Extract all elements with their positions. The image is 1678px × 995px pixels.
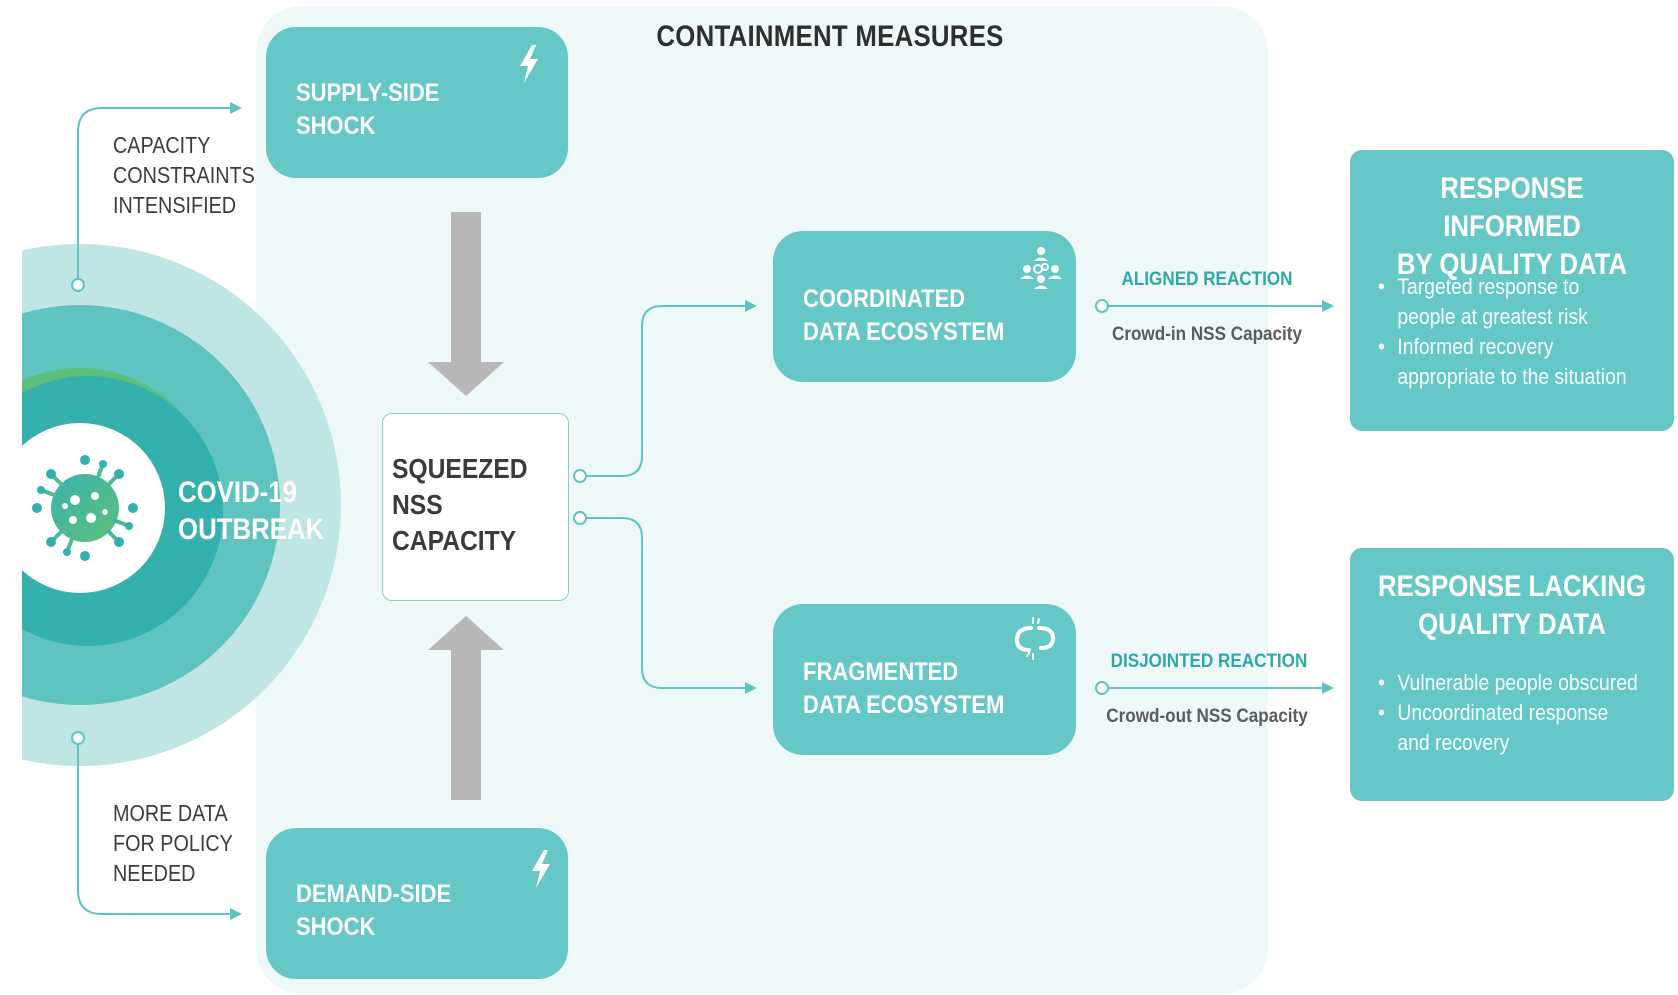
- lightning-icon: [532, 850, 550, 888]
- lightning-icon: [520, 45, 538, 83]
- disjointed-reaction-label: DISJOINTED REACTION: [1110, 651, 1308, 672]
- gray-arrows: [428, 212, 504, 800]
- squeezed-capacity-label: SQUEEZED NSS CAPACITY: [392, 453, 528, 556]
- outbreak-connectors: [77, 107, 230, 915]
- coordinated-ecosystem-box: COORDINATED DATA ECOSYSTEM: [773, 231, 1076, 382]
- outcome-informed-list: Targeted response to people at greatest …: [1378, 272, 1661, 392]
- outbreak-rings: [22, 244, 341, 766]
- node-disjointed: [1095, 681, 1109, 695]
- connector-to-coordinated: [584, 305, 745, 477]
- node-aligned: [1095, 299, 1109, 313]
- squeezed-capacity-box: [382, 413, 569, 601]
- capacity-constraints-note: CAPACITY CONSTRAINTS INTENSIFIED: [113, 132, 255, 218]
- supply-shock-box: SUPPLY-SIDE SHOCK: [266, 27, 568, 178]
- coordinated-ecosystem-label: COORDINATED DATA ECOSYSTEM: [803, 285, 1005, 346]
- fragmented-ecosystem-label: FRAGMENTED DATA ECOSYSTEM: [803, 658, 1005, 719]
- arrowhead-supply: [230, 102, 242, 114]
- list-item: Vulnerable people obscured: [1378, 668, 1638, 698]
- connector-to-demand: [77, 738, 230, 915]
- connector-to-supply: [77, 107, 230, 284]
- connector-to-fragmented: [584, 517, 745, 689]
- outcome-lacking-list: Vulnerable people obscured Uncoordinated…: [1378, 668, 1673, 758]
- arrow-down: [428, 212, 504, 396]
- outcome-lacking-title: RESPONSE LACKING QUALITY DATA: [1377, 570, 1647, 641]
- fragmented-ecosystem-box: FRAGMENTED DATA ECOSYSTEM: [773, 604, 1076, 755]
- more-data-note: MORE DATA FOR POLICY NEEDED: [113, 800, 233, 886]
- list-item: Informed recovery appropriate to the sit…: [1378, 332, 1627, 392]
- crowd-in-label: Crowd-in NSS Capacity: [1111, 324, 1303, 345]
- center-connectors: [584, 305, 1322, 689]
- arrow-up: [428, 616, 504, 800]
- node-bottom: [71, 731, 85, 745]
- demand-shock-label: DEMAND-SIDE SHOCK: [296, 880, 452, 941]
- node-center-top: [573, 469, 587, 483]
- broken-link-icon: [1014, 617, 1056, 660]
- outcome-informed-box: RESPONSE INFORMED BY QUALITY DATA Target…: [1350, 150, 1674, 431]
- outcome-lacking-box: RESPONSE LACKING QUALITY DATA Vulnerable…: [1350, 548, 1674, 801]
- page-title: CONTAINMENT MEASURES: [656, 20, 1004, 53]
- arrowhead-fragmented: [745, 682, 757, 694]
- arrowhead-disjointed: [1322, 682, 1334, 694]
- arrowhead-aligned: [1322, 300, 1334, 312]
- list-item: Targeted response to people at greatest …: [1378, 272, 1627, 332]
- arrowhead-coordinated: [745, 300, 757, 312]
- virus-icon: [32, 455, 138, 561]
- crowd-out-label: Crowd-out NSS Capacity: [1106, 706, 1308, 727]
- list-item: Uncoordinated response and recovery: [1378, 698, 1638, 758]
- network-people-icon: [1020, 247, 1062, 289]
- outcome-informed-title: RESPONSE INFORMED BY QUALITY DATA: [1396, 172, 1628, 281]
- supply-shock-label: SUPPLY-SIDE SHOCK: [296, 79, 440, 140]
- node-center-bottom: [573, 511, 587, 525]
- aligned-reaction-label: ALIGNED REACTION: [1121, 269, 1293, 290]
- arrowhead-demand: [230, 908, 242, 920]
- demand-shock-box: DEMAND-SIDE SHOCK: [266, 828, 568, 979]
- outbreak-label: COVID-19 OUTBREAK: [178, 476, 325, 546]
- node-top: [71, 278, 85, 292]
